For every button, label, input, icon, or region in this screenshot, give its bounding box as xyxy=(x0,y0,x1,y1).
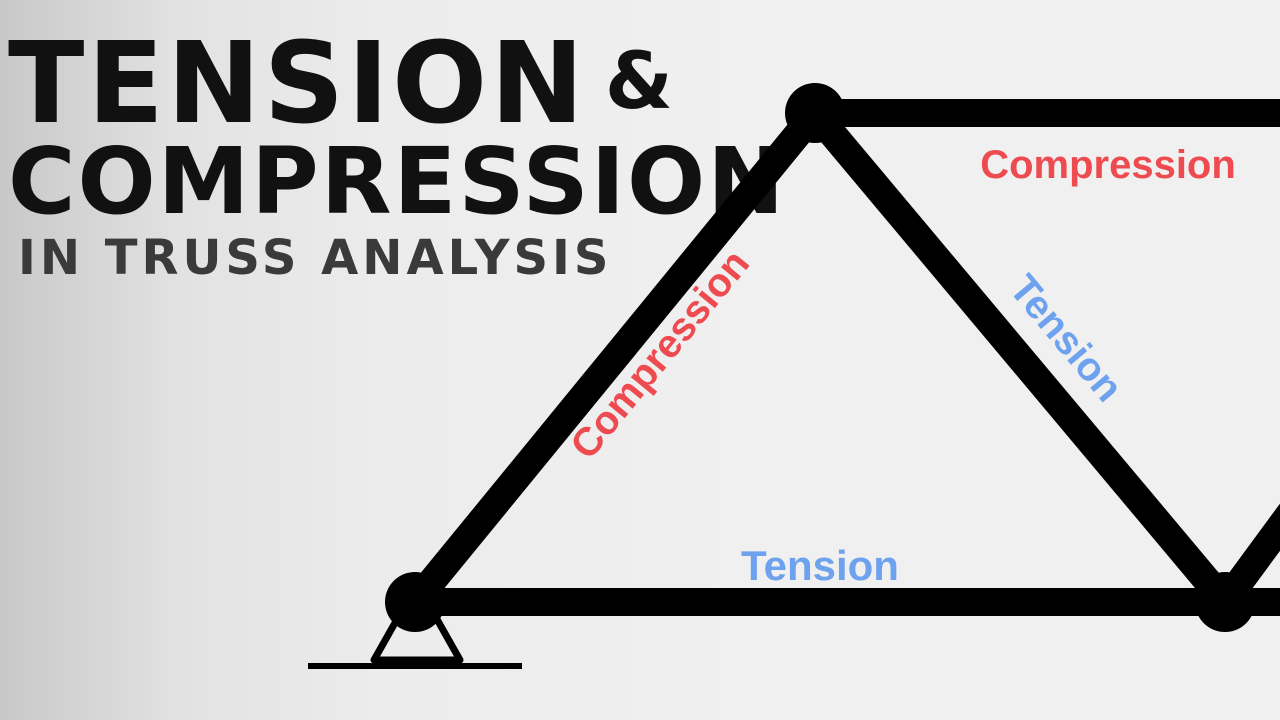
title-ampersand: & xyxy=(604,37,676,127)
subtitle: IN TRUSS ANALYSIS xyxy=(18,230,613,286)
bottom-chord-label: Tension xyxy=(741,542,899,589)
title-line-1: TENSION& xyxy=(8,28,676,140)
right-diagonal-member xyxy=(801,99,1239,616)
left-diagonal-label: Compression xyxy=(562,242,758,468)
pin-support xyxy=(370,612,464,664)
top-chord-label: Compression xyxy=(980,143,1236,187)
joint-bottom-left xyxy=(385,572,445,632)
joint-top xyxy=(785,83,845,143)
joint-bottom-right xyxy=(1195,572,1255,632)
title-tension-word: TENSION xyxy=(8,19,587,149)
title-compression-word: COMPRESSION xyxy=(8,128,787,235)
left-diagonal-member xyxy=(401,99,829,616)
